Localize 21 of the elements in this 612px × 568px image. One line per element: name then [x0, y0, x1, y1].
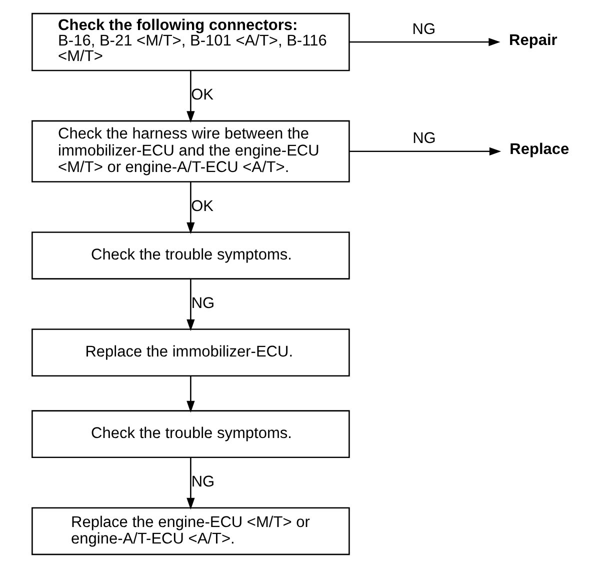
arrow: [186, 182, 194, 234]
arrow: [186, 279, 194, 332]
node-box: Check the harness wire between the immobilizer-ECU and the engine-ECU <M/T> or engine-A/T-ECU <A/T>.: [31, 120, 350, 182]
arrow: [186, 70, 194, 123]
node-box: Check the trouble symptoms.: [31, 232, 350, 280]
edge-label: NG: [190, 474, 214, 491]
node-text: Repair: [508, 32, 557, 49]
arrow: [349, 38, 500, 46]
edge-label: OK: [190, 86, 214, 104]
arrow: [186, 458, 194, 510]
node-box: Replace the engine-ECU <M/T> or engine-A/T-ECU <A/T>.: [31, 507, 350, 556]
arrow: [349, 147, 501, 156]
node-box: Check the trouble symptoms.: [31, 410, 350, 458]
arrow: [186, 376, 194, 413]
node-box: Replace the immobilizer-ECU.: [31, 328, 350, 377]
edge-label: NG: [412, 20, 436, 38]
edge-label: OK: [190, 198, 214, 216]
node-box: Check the following connectors: B-16, B-21 <M/T>, B-101 <A/T>, B-116 <M/T>: [31, 12, 350, 72]
node-text: Replace: [509, 141, 569, 158]
edge-label: NG: [190, 295, 214, 312]
edge-label: NG: [412, 130, 436, 148]
